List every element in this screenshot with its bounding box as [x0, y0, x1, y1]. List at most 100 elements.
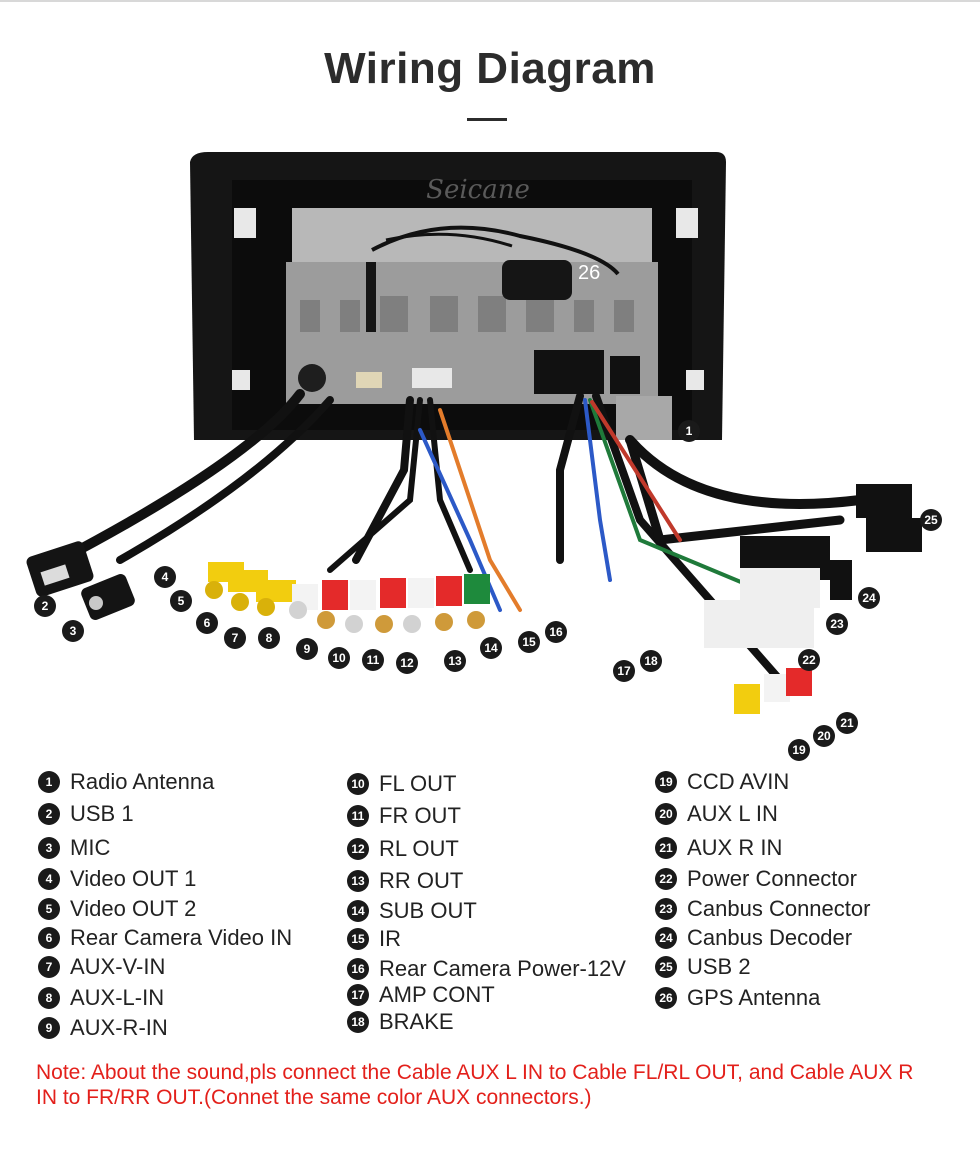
- legend-number: 12: [347, 838, 369, 860]
- legend-label: Canbus Decoder: [687, 925, 853, 950]
- legend-item: 25 USB 2: [655, 954, 751, 979]
- legend-item: 8 AUX-L-IN: [38, 985, 165, 1010]
- legend-label: AUX L IN: [687, 801, 778, 826]
- legend-item: 16 Rear Camera Power-12V: [347, 956, 626, 981]
- marker-mic: 3: [62, 620, 84, 642]
- legend-number: 15: [347, 928, 369, 950]
- marker-video-out-2: 5: [170, 590, 192, 612]
- legend-number: 8: [38, 987, 60, 1009]
- legend-number: 16: [347, 958, 369, 980]
- legend-number: 6: [38, 927, 60, 949]
- legend-number: 24: [655, 927, 677, 949]
- legend-item: 7 AUX-V-IN: [38, 954, 166, 979]
- marker-usb-2: 25: [920, 509, 942, 531]
- legend-item: 2 USB 1: [38, 801, 134, 826]
- legend-label: RR OUT: [379, 868, 464, 893]
- legend-number: 9: [38, 1017, 60, 1039]
- legend-label: AUX-L-IN: [70, 985, 165, 1010]
- legend-item: 19 CCD AVIN: [655, 769, 790, 794]
- legend-label: BRAKE: [379, 1009, 454, 1034]
- marker-ccd-avin: 19: [788, 739, 810, 761]
- marker-rl-out: 12: [396, 652, 418, 674]
- legend-number: 22: [655, 868, 677, 890]
- marker-ir: 15: [518, 631, 540, 653]
- legend-item: 26 GPS Antenna: [655, 985, 821, 1010]
- marker-power-connector: 22: [798, 649, 820, 671]
- marker-aux-l-in-right: 20: [813, 725, 835, 747]
- legend-number: 25: [655, 956, 677, 978]
- marker-fl-out: 10: [328, 647, 350, 669]
- legend-item: 10 FL OUT: [347, 771, 457, 796]
- marker-amp-cont: 17: [613, 660, 635, 682]
- legend-item: 3 MIC: [38, 835, 111, 860]
- legend-label: Power Connector: [687, 866, 857, 891]
- sound-connection-note: Note: About the sound,pls connect the Ca…: [36, 1061, 914, 1109]
- legend-label: AMP CONT: [379, 982, 495, 1007]
- legend-label: USB 2: [687, 954, 751, 979]
- legend-number: 5: [38, 898, 60, 920]
- legend-item: 14 SUB OUT: [347, 898, 477, 923]
- legend-item: 22 Power Connector: [655, 866, 857, 891]
- legend-item: 21 AUX R IN: [655, 835, 783, 860]
- legend-label: Video OUT 2: [70, 896, 197, 921]
- marker-usb-1: 2: [34, 595, 56, 617]
- legend-number: 20: [655, 803, 677, 825]
- legend-number: 23: [655, 898, 677, 920]
- legend-number: 18: [347, 1011, 369, 1033]
- legend-label: Rear Camera Power-12V: [379, 956, 626, 981]
- legend-label: AUX-V-IN: [70, 954, 166, 979]
- marker-rear-camera-video-in: 6: [196, 612, 218, 634]
- marker-rr-out: 13: [444, 650, 466, 672]
- legend-number: 26: [655, 987, 677, 1009]
- legend-number: 10: [347, 773, 369, 795]
- legend-label: RL OUT: [379, 836, 459, 861]
- marker-rear-camera-power: 16: [545, 621, 567, 643]
- marker-video-out-1: 4: [154, 566, 176, 588]
- brand-watermark: Seicane: [426, 175, 530, 205]
- legend-item: 20 AUX L IN: [655, 801, 778, 826]
- legend-item: 17 AMP CONT: [347, 982, 495, 1007]
- legend-item: 18 BRAKE: [347, 1009, 454, 1034]
- top-divider: [0, 0, 980, 2]
- legend-number: 4: [38, 868, 60, 890]
- title-underline: [467, 118, 507, 121]
- legend-item: 5 Video OUT 2: [38, 896, 197, 921]
- legend-number: 11: [347, 805, 369, 827]
- marker-sub-out: 14: [480, 637, 502, 659]
- legend-label: FL OUT: [379, 771, 457, 796]
- legend-number: 7: [38, 956, 60, 978]
- marker-canbus-connector: 23: [826, 613, 848, 635]
- marker-radio-antenna: 1: [678, 420, 700, 442]
- legend-label: CCD AVIN: [687, 769, 790, 794]
- legend-number: 19: [655, 771, 677, 793]
- marker-gps-antenna-label: 26: [578, 262, 601, 284]
- marker-canbus-decoder: 24: [858, 587, 880, 609]
- legend-label: IR: [379, 926, 401, 951]
- legend-item: 11 FR OUT: [347, 803, 461, 828]
- legend-label: FR OUT: [379, 803, 461, 828]
- marker-aux-r-in: 9: [296, 638, 318, 660]
- legend-number: 17: [347, 984, 369, 1006]
- marker-aux-l-in: 8: [258, 627, 280, 649]
- legend-number: 3: [38, 837, 60, 859]
- page-title: Wiring Diagram: [324, 44, 656, 93]
- legend-number: 14: [347, 900, 369, 922]
- legend-label: GPS Antenna: [687, 985, 821, 1010]
- legend-item: 15 IR: [347, 926, 401, 951]
- legend-label: MIC: [70, 835, 111, 860]
- legend-label: USB 1: [70, 801, 134, 826]
- legend-item: 24 Canbus Decoder: [655, 925, 853, 950]
- marker-fr-out: 11: [362, 649, 384, 671]
- legend-label: AUX R IN: [687, 835, 783, 860]
- legend-number: 1: [38, 771, 60, 793]
- legend-item: 12 RL OUT: [347, 836, 459, 861]
- legend-number: 2: [38, 803, 60, 825]
- legend-label: Radio Antenna: [70, 769, 215, 794]
- legend-label: SUB OUT: [379, 898, 477, 923]
- legend-number: 21: [655, 837, 677, 859]
- marker-aux-r-in-right: 21: [836, 712, 858, 734]
